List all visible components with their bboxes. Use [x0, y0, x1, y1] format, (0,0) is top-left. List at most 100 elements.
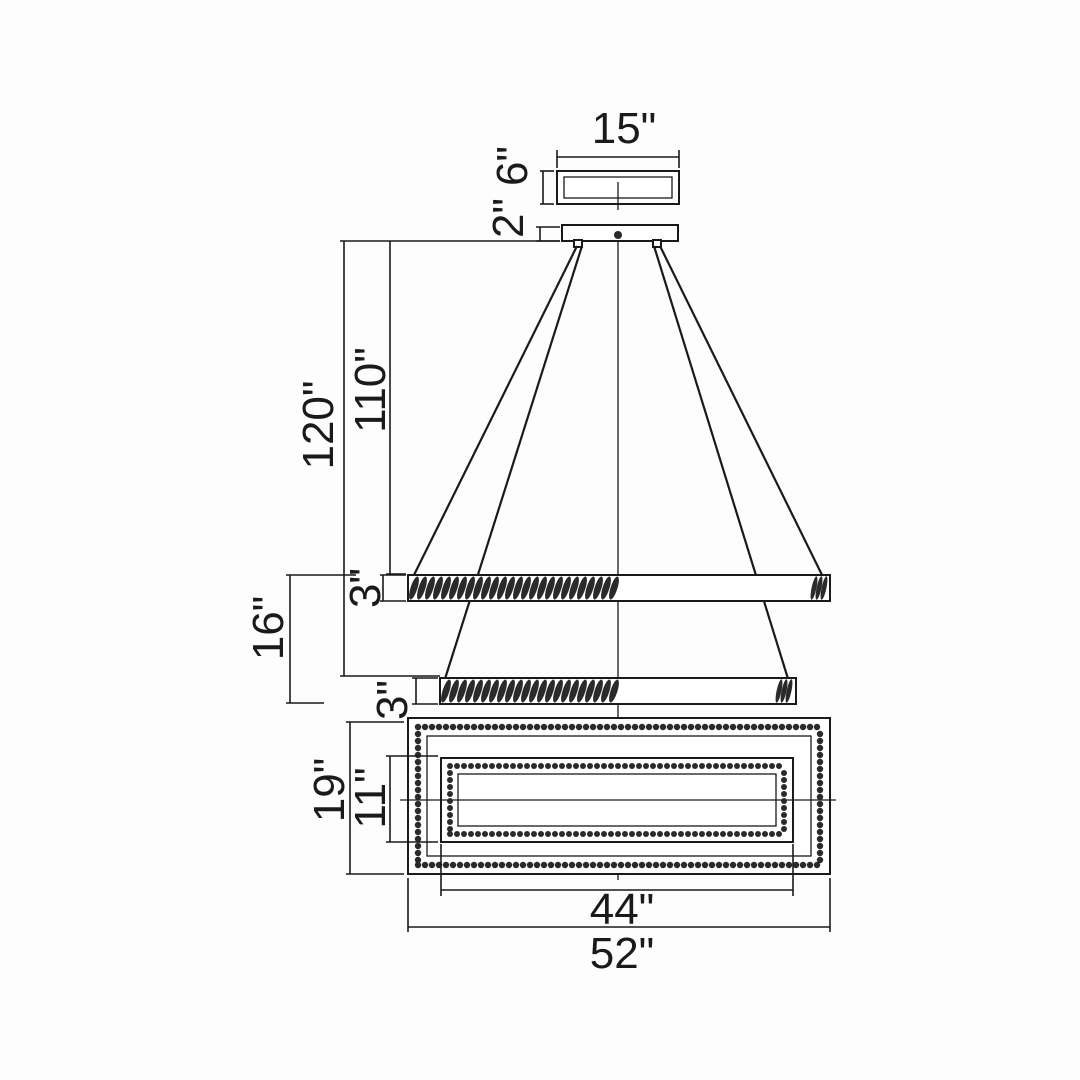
- crystal-bead: [601, 831, 607, 837]
- crystal-bead: [449, 576, 459, 600]
- crystal-bead: [513, 576, 523, 600]
- crystal-bead: [816, 730, 824, 738]
- crystal-bead: [524, 763, 530, 769]
- crystal-bead: [468, 831, 474, 837]
- crystal-bead: [587, 831, 593, 837]
- crystal-bead: [505, 576, 515, 600]
- crystal-bead: [792, 723, 800, 731]
- crystal-bead: [526, 723, 534, 731]
- crystal-bead: [545, 576, 555, 600]
- outer-ring-depth-label: 19": [305, 758, 354, 823]
- crystal-bead: [569, 576, 579, 600]
- crystal-bead: [414, 786, 422, 794]
- crystal-bead: [553, 576, 563, 600]
- crystal-bead: [776, 763, 782, 769]
- crystal-bead: [569, 679, 579, 703]
- outer-ring-crystals: [414, 723, 824, 869]
- crystal-bead: [816, 856, 824, 864]
- crystal-bead: [645, 861, 653, 869]
- crystal-bead: [582, 723, 590, 731]
- crystal-bead: [643, 831, 649, 837]
- crystal-bead: [729, 861, 737, 869]
- canopy-width-dimension: 15": [556, 104, 680, 168]
- crystal-bead: [447, 805, 453, 811]
- crystal-bead: [561, 723, 569, 731]
- crystal-bead: [629, 763, 635, 769]
- crystal-bead: [414, 835, 422, 843]
- crystal-bead: [477, 723, 485, 731]
- crystal-bead: [575, 861, 583, 869]
- crystal-bead: [806, 861, 814, 869]
- crystal-bead: [491, 861, 499, 869]
- crystal-bead: [792, 861, 800, 869]
- crystal-bead: [505, 679, 515, 703]
- crystal-bead: [708, 723, 716, 731]
- crystal-bead: [775, 679, 783, 703]
- crystal-bead: [482, 763, 488, 769]
- crystal-bead: [566, 763, 572, 769]
- crystal-bead: [785, 679, 793, 703]
- crystal-bead: [750, 861, 758, 869]
- crystal-bead: [666, 723, 674, 731]
- crystal-bead: [694, 723, 702, 731]
- crystal-bead: [743, 861, 751, 869]
- crystal-bead: [441, 679, 451, 703]
- crystal-bead: [750, 723, 758, 731]
- canopy-height-label: 6": [488, 146, 537, 186]
- crystal-bead: [680, 723, 688, 731]
- crystal-bead: [447, 812, 453, 818]
- crystal-bead: [414, 723, 422, 731]
- crystal-bead: [706, 831, 712, 837]
- crystal-bead: [454, 831, 460, 837]
- crystal-bead: [671, 831, 677, 837]
- crystal-bead: [521, 679, 531, 703]
- crystal-bead: [664, 763, 670, 769]
- crystal-bead: [414, 828, 422, 836]
- crystal-bead: [631, 861, 639, 869]
- inner-ring-depth-dimension: 11": [346, 755, 438, 843]
- crystal-bead: [414, 856, 422, 864]
- crystal-bead: [552, 831, 558, 837]
- crystal-bead: [503, 763, 509, 769]
- outer-ring-width-dimension: 52": [407, 878, 831, 978]
- crystal-bead: [785, 861, 793, 869]
- crystal-bead: [417, 576, 427, 600]
- crystal-bead: [465, 679, 475, 703]
- crystal-bead: [622, 831, 628, 837]
- crystal-bead: [610, 723, 618, 731]
- crystal-bead: [615, 763, 621, 769]
- rings-top-view: [400, 717, 836, 875]
- crystal-bead: [678, 831, 684, 837]
- crystal-bead: [806, 723, 814, 731]
- crystal-bead: [781, 812, 787, 818]
- crystal-bead: [755, 831, 761, 837]
- crystal-bead: [566, 831, 572, 837]
- crystal-bead: [465, 576, 475, 600]
- crystal-bead: [694, 861, 702, 869]
- crystal-bead: [727, 831, 733, 837]
- crystal-bead: [764, 723, 772, 731]
- crystal-bead: [481, 576, 491, 600]
- crystal-bead: [678, 763, 684, 769]
- outer-ring-inner-edge: [426, 735, 812, 857]
- crystal-bead: [559, 763, 565, 769]
- lower-ring-thickness-label: 3": [368, 680, 417, 720]
- crystal-bead: [414, 842, 422, 850]
- crystal-bead: [489, 763, 495, 769]
- crystal-bead: [652, 861, 660, 869]
- crystal-bead: [531, 831, 537, 837]
- crystal-bead: [624, 861, 632, 869]
- crystal-bead: [810, 576, 818, 600]
- crystal-bead: [748, 831, 754, 837]
- crystal-bead: [561, 861, 569, 869]
- upper-ring-thickness-label: 3": [341, 568, 390, 608]
- crystal-bead: [512, 723, 520, 731]
- crystal-bead: [687, 723, 695, 731]
- crystal-bead: [519, 861, 527, 869]
- crystal-bead: [421, 861, 429, 869]
- crystal-bead: [593, 679, 603, 703]
- crystal-bead: [517, 763, 523, 769]
- crystal-bead: [491, 723, 499, 731]
- crystal-bead: [489, 679, 499, 703]
- crystal-bead: [816, 835, 824, 843]
